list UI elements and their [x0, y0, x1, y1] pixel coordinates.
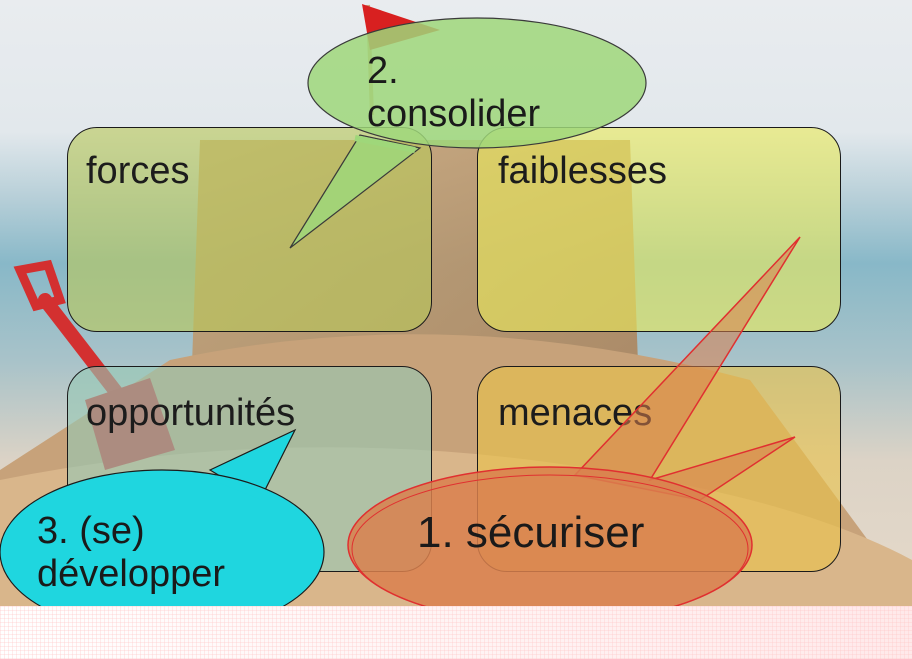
- bubble-securiser-text: 1. sécuriser: [417, 508, 645, 557]
- quadrant-forces: forces: [67, 127, 432, 332]
- bubble-consolider-text: 2. consolider: [367, 50, 541, 135]
- quadrant-faiblesses: faiblesses: [477, 127, 841, 332]
- footer-band: [0, 606, 912, 659]
- quadrant-label-menaces: menaces: [498, 392, 653, 434]
- quadrant-label-forces: forces: [86, 150, 190, 192]
- bubble-developper-text: 3. (se) développer: [37, 510, 226, 595]
- quadrant-label-opportunites: opportunités: [86, 392, 296, 434]
- quadrant-label-faiblesses: faiblesses: [498, 150, 667, 192]
